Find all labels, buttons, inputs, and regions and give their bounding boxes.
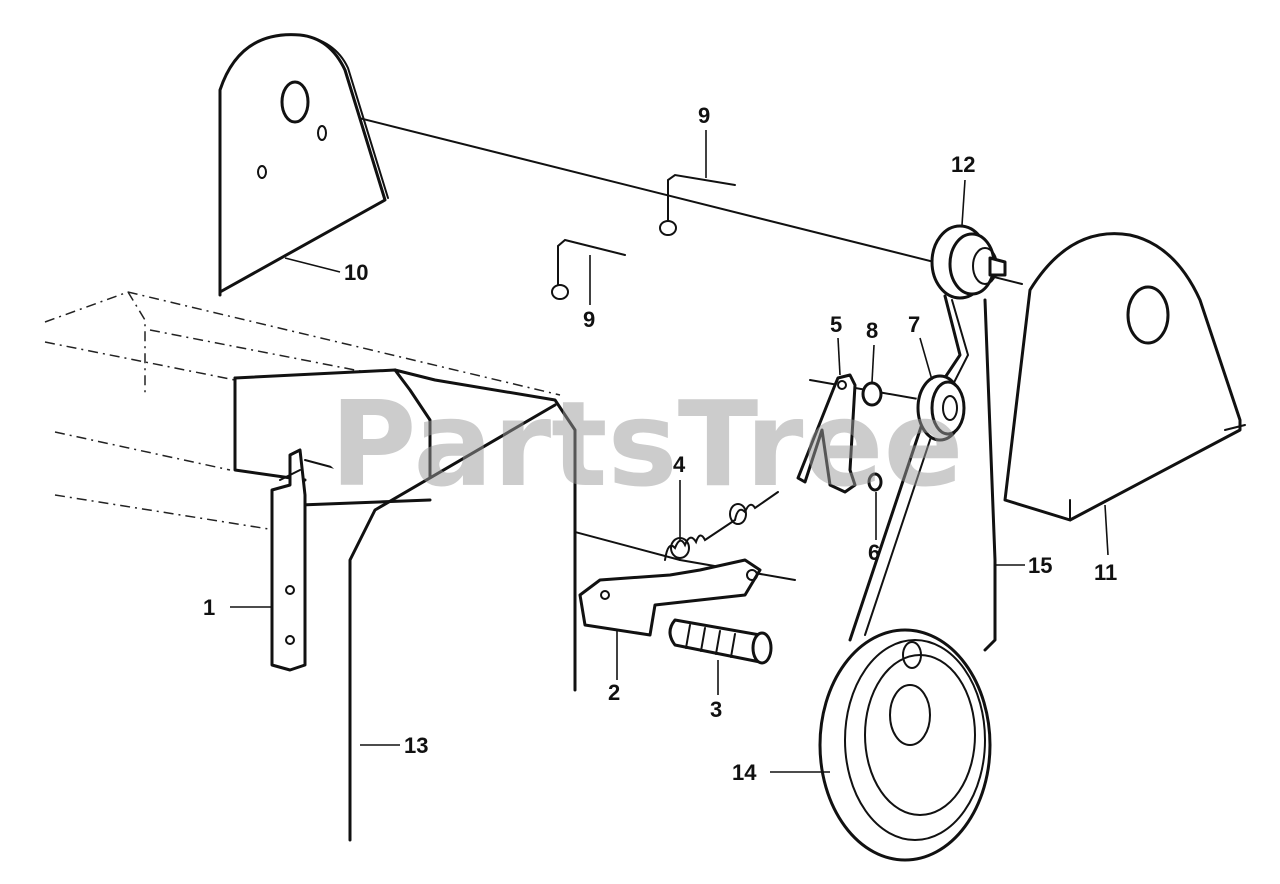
callout-labels: 1 2 3 4 5 6 7 8 9 9 10 11 12 13 14 15 (203, 103, 1117, 785)
watermark: PartsTree (330, 375, 964, 513)
callout-15: 15 (1028, 553, 1052, 578)
roller (668, 618, 773, 665)
callout-9-upper: 9 (698, 103, 710, 128)
right-bearing-housing (1003, 232, 1246, 522)
idler-pulley (916, 374, 966, 442)
callout-3: 3 (710, 697, 722, 722)
frame-housing (233, 368, 577, 842)
callout-11: 11 (1094, 560, 1117, 585)
callout-7: 7 (908, 312, 920, 337)
left-bearing-plate (218, 33, 389, 297)
callout-4: 4 (673, 452, 686, 477)
tension-spring (664, 491, 779, 561)
nut (867, 472, 883, 492)
hitch-pin-lower (551, 238, 626, 300)
idler-arm (578, 558, 762, 637)
drive-pulley (818, 628, 992, 862)
callout-1: 1 (203, 595, 215, 620)
callout-12: 12 (951, 152, 975, 177)
latch-bracket (270, 448, 307, 672)
callout-9-lower: 9 (583, 307, 595, 332)
upper-pulley (930, 224, 1007, 300)
hitch-pin-upper (659, 173, 736, 236)
frame-outline (44, 291, 561, 531)
callout-14: 14 (732, 760, 757, 785)
callout-6: 6 (868, 540, 880, 565)
callout-13: 13 (404, 733, 428, 758)
callout-5: 5 (830, 312, 842, 337)
spacer (861, 381, 883, 407)
leader-lines (230, 130, 1109, 773)
idler-link (796, 373, 857, 494)
callout-8: 8 (866, 318, 878, 343)
callout-10: 10 (344, 260, 368, 285)
callout-2: 2 (608, 680, 620, 705)
